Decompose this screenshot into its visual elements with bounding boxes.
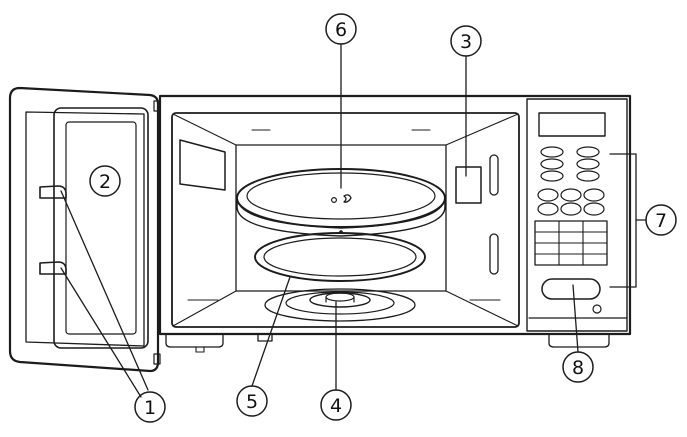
cabinet-feet [166,334,609,352]
waveguide-cover [456,167,481,203]
svg-text:8: 8 [572,357,584,379]
roller-ring [255,233,425,281]
svg-text:4: 4 [330,395,342,417]
svg-text:1: 1 [144,397,156,419]
callout-5: 5 [237,386,267,416]
svg-text:5: 5 [246,391,258,413]
oven-cavity [172,113,519,327]
callout-7: 7 [646,205,676,235]
svg-text:2: 2 [99,171,111,193]
svg-text:3: 3 [460,31,472,53]
callout-3: 3 [451,26,481,56]
door-release-button [542,279,600,299]
callout-2: 2 [90,166,120,196]
svg-text:6: 6 [335,19,347,41]
callout-1: 1 [135,392,165,422]
callout-4: 4 [321,390,351,420]
callout-8: 8 [563,352,593,382]
display-window [539,113,605,136]
turntable-shaft [265,289,415,321]
svg-text:7: 7 [655,210,667,232]
door [10,88,158,371]
callout-6: 6 [326,14,356,44]
